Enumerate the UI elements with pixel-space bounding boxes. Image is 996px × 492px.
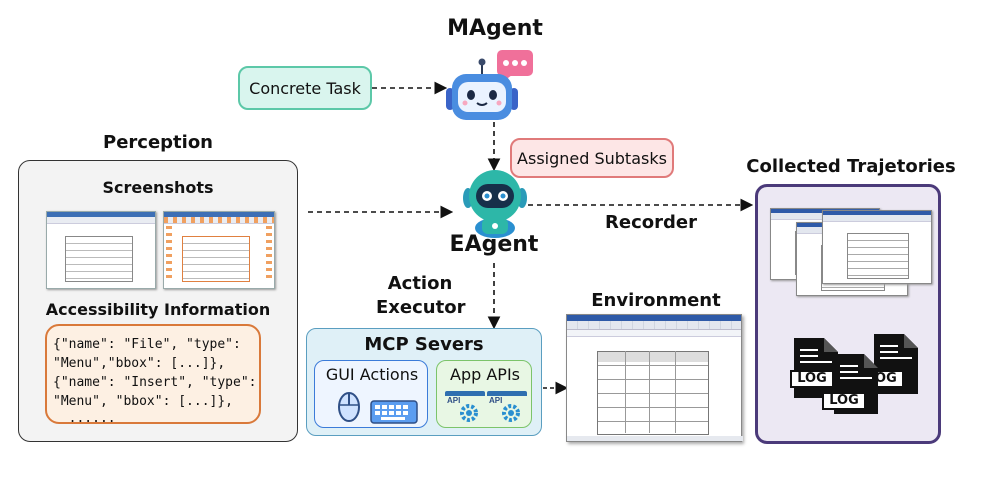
code-line-4: "Menu", "bbox": [...]}, (53, 394, 234, 409)
action-executor-line1: Action (387, 273, 453, 294)
code-line-5: ...... (53, 411, 116, 426)
log-label-1: LOG (790, 370, 834, 388)
api-window-1: API (445, 391, 485, 423)
accessibility-box: {"name": "File", "type": "Menu","bbox": … (45, 324, 261, 426)
api-window-2: API (487, 391, 527, 423)
app-apis-label: App APIs (450, 365, 520, 384)
mouse-icon (338, 392, 360, 422)
gui-actions-label: GUI Actions (325, 365, 419, 384)
perception-title: Perception (103, 132, 213, 153)
assigned-subtasks-label: Assigned Subtasks (517, 148, 667, 168)
concrete-task-label: Concrete Task (249, 78, 361, 98)
eagent-label: EAgent (449, 232, 539, 257)
api-label-1: API (447, 396, 461, 405)
code-line-2: "Menu","bbox": [...]}, (53, 356, 226, 371)
gear-icon (502, 404, 520, 422)
gui-actions-box: GUI Actions (314, 360, 428, 428)
api-label-2: API (489, 396, 503, 405)
concrete-task-box: Concrete Task (238, 66, 372, 110)
assigned-subtasks-box: Assigned Subtasks (510, 138, 674, 178)
keyboard-icon (370, 400, 418, 424)
magent-robot-icon (446, 50, 533, 120)
screenshot-thumb-2 (163, 211, 275, 289)
environment-screenshot (566, 314, 743, 442)
screenshot-thumb-1 (46, 211, 156, 289)
code-line-1: {"name": "File", "type": (53, 337, 241, 352)
app-apis-box: App APIs API API (436, 360, 532, 428)
gear-icon (460, 404, 478, 422)
action-executor-label: Action Executor (376, 272, 466, 320)
eagent-robot-icon (463, 170, 527, 238)
mcp-title: MCP Severs (364, 334, 484, 355)
action-executor-line2: Executor (376, 297, 466, 318)
environment-title: Environment (591, 290, 721, 311)
collected-title: Collected Trajetories (746, 156, 956, 177)
screenshots-title: Screenshots (102, 178, 214, 197)
accessibility-title: Accessibility Information (45, 300, 271, 319)
code-line-3: {"name": "Insert", "type": (53, 375, 257, 390)
trajectory-screenshot-3 (822, 210, 932, 284)
log-file-icon-3: LOG (822, 352, 882, 416)
magent-label: MAgent (447, 16, 543, 41)
log-label-3: LOG (822, 392, 866, 410)
recorder-label: Recorder (605, 212, 697, 233)
log-file-icon-1: LOG (790, 336, 842, 400)
